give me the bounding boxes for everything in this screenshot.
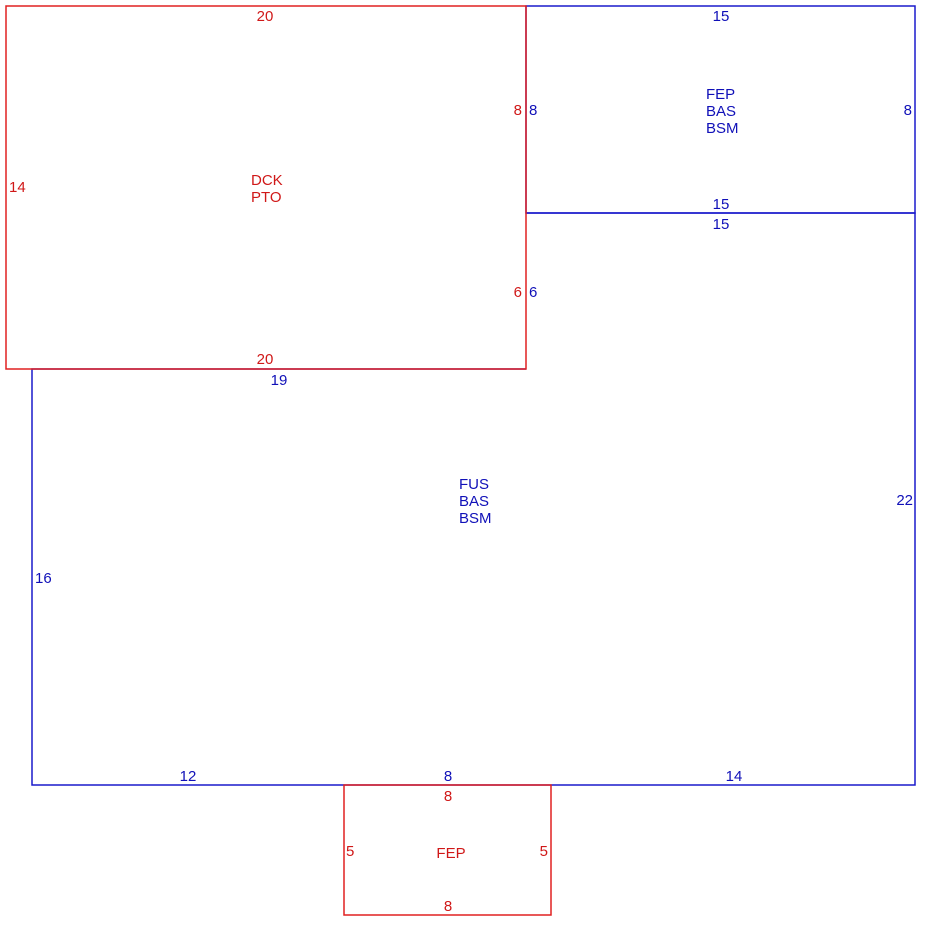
fep-bas-bsm-label-1: FEP: [706, 86, 735, 103]
fep-bas-bsm-dim-top: 15: [713, 8, 730, 25]
dck-pto-outline[interactable]: [5, 5, 527, 370]
fus-bas-bsm-label-2: BAS: [459, 493, 489, 510]
fus-bas-bsm-dim-right: 22: [896, 492, 913, 509]
dck-pto-label-2: PTO: [251, 189, 282, 206]
fus-bas-bsm-dim-bottom-left: 12: [180, 768, 197, 785]
fus-bas-bsm-dim-left: 16: [35, 570, 52, 587]
fep-outline[interactable]: [343, 784, 552, 916]
dck-pto-dim-top: 20: [257, 8, 274, 25]
fep-bas-bsm-label-3: BSM: [706, 120, 739, 137]
fep-area: FEP 8 8 5 5: [346, 788, 548, 915]
area-outlines: [5, 5, 916, 916]
fus-bas-bsm-label-1: FUS: [459, 476, 489, 493]
fus-bas-bsm-label-3: BSM: [459, 510, 492, 527]
fus-bas-bsm-dim-top-left: 19: [271, 372, 288, 389]
fus-bas-bsm-dim-top-right: 15: [713, 216, 730, 233]
dck-pto-dim-right-upper: 8: [514, 102, 522, 119]
fus-bas-bsm-dim-bottom-middle: 8: [444, 768, 452, 785]
fep-dim-left: 5: [346, 843, 354, 860]
fep-bas-bsm-dim-bottom: 15: [713, 196, 730, 213]
fep-bas-bsm-dim-left: 8: [529, 102, 537, 119]
fep-bas-bsm-dim-right: 8: [904, 102, 912, 119]
fus-bas-bsm-dim-bottom-right: 14: [726, 768, 743, 785]
fus-bas-bsm-area: FUS BAS BSM 15 6 19 16 22 12 8 14: [35, 216, 913, 785]
dck-pto-dim-right-lower: 6: [514, 284, 522, 301]
dck-pto-dim-left: 14: [9, 179, 26, 196]
dck-pto-dim-bottom: 20: [257, 351, 274, 368]
fep-dim-top: 8: [444, 788, 452, 805]
dck-pto-area: DCK PTO 20 20 14 8 6: [9, 8, 522, 368]
dck-pto-label-1: DCK: [251, 172, 283, 189]
fep-bas-bsm-label-2: BAS: [706, 103, 736, 120]
fep-label: FEP: [436, 845, 465, 862]
fep-dim-bottom: 8: [444, 898, 452, 915]
fep-bas-bsm-area: FEP BAS BSM 15 15 8 8: [529, 8, 912, 213]
fep-dim-right: 5: [540, 843, 548, 860]
fus-bas-bsm-dim-left-upper: 6: [529, 284, 537, 301]
